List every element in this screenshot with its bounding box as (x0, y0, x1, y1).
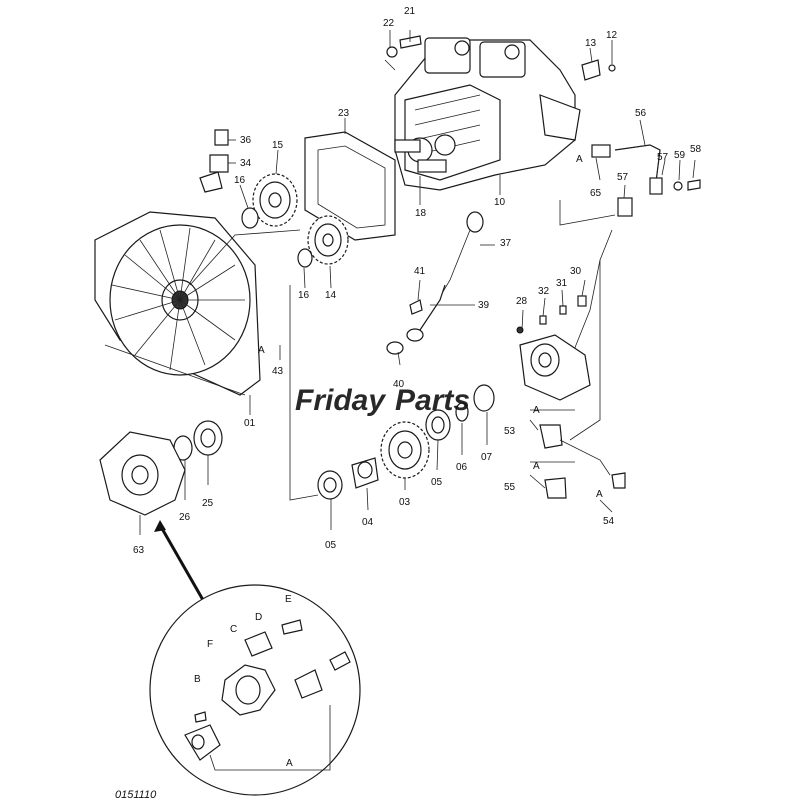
label-55: 55 (504, 482, 516, 493)
label-54: 54 (603, 516, 615, 527)
fitting-57b (617, 197, 633, 217)
snap-ring-07 (473, 384, 495, 412)
label-56: 56 (635, 108, 647, 119)
label-59: 59 (674, 150, 686, 161)
label-A1: A (576, 154, 583, 165)
bolt-58 (687, 179, 701, 191)
label-37: 37 (500, 238, 512, 249)
label-04: 04 (362, 517, 374, 528)
label-36: 36 (240, 135, 252, 146)
fitting-36 (214, 129, 229, 146)
dipstick-pipe-39 (406, 284, 446, 342)
snap-ring-16b (297, 248, 313, 268)
label-05b: 05 (325, 540, 337, 551)
clamp-13 (581, 59, 601, 81)
label-26: 26 (179, 512, 191, 523)
label-41: 41 (414, 266, 426, 277)
elbow-55 (544, 477, 567, 499)
bolt-32 (539, 315, 547, 325)
washer-22 (386, 46, 398, 58)
label-03: 03 (399, 497, 411, 508)
leader-lines (104, 30, 696, 535)
detail-pointer (158, 524, 205, 601)
label-01: 01 (244, 418, 256, 429)
shaft-04 (351, 457, 379, 489)
bolt-41 (409, 299, 423, 315)
label-32: 32 (538, 286, 550, 297)
bolt-21 (399, 35, 422, 49)
coupling-63 (99, 431, 186, 516)
label-06: 06 (456, 462, 468, 473)
flywheel-housing (94, 211, 261, 396)
elbow-53 (539, 424, 563, 449)
label-A3: A (533, 405, 540, 416)
label-31: 31 (556, 278, 568, 289)
label-10: 10 (494, 197, 506, 208)
watermark-logo: Friday Parts (295, 384, 470, 417)
label-21: 21 (404, 6, 416, 17)
detail-label-A: A (286, 758, 293, 769)
detail-label-E: E (285, 594, 292, 605)
oil-seal-06 (455, 402, 469, 422)
gear-pump-28 (516, 326, 591, 401)
bolt-12 (608, 64, 616, 72)
label-23: 23 (338, 108, 350, 119)
part-number-labels: 21 22 13 12 23 36 34 15 16 16 14 18 10 5… (133, 6, 702, 769)
label-57b: 57 (617, 172, 629, 183)
gasket-40 (386, 341, 404, 355)
label-14: 14 (325, 290, 337, 301)
detail-label-B: B (194, 674, 201, 685)
gear-15 (252, 173, 298, 227)
label-A2: A (258, 345, 265, 356)
label-05a: 05 (431, 477, 443, 488)
detail-label-D: D (255, 612, 262, 623)
gear-03 (380, 421, 430, 479)
snap-ring-16a (241, 207, 259, 229)
label-58: 58 (690, 144, 702, 155)
label-15: 15 (272, 140, 284, 151)
watermark-part1: Friday (295, 384, 386, 417)
detail-label-F: F (207, 639, 213, 650)
bearing-05a (425, 409, 451, 441)
watermark-part2: Parts (395, 384, 470, 417)
label-28: 28 (516, 296, 528, 307)
footer-code: 0151110 (115, 789, 157, 800)
label-07: 07 (481, 452, 493, 463)
label-63: 63 (133, 545, 145, 556)
gear-14 (307, 215, 349, 265)
coupling-detail-view (149, 584, 361, 796)
label-22: 22 (383, 18, 395, 29)
label-30: 30 (570, 266, 582, 277)
plug-54 (611, 472, 626, 489)
label-16a: 16 (234, 175, 246, 186)
label-34: 34 (240, 158, 252, 169)
label-53: 53 (504, 426, 516, 437)
bolt-30 (577, 295, 587, 307)
label-13: 13 (585, 38, 597, 49)
bolt-31 (559, 305, 567, 315)
fitting-34 (199, 154, 229, 193)
label-39: 39 (478, 300, 490, 311)
label-12: 12 (606, 30, 618, 41)
main-pump-assembly (394, 37, 581, 191)
bearing-25 (193, 420, 223, 456)
label-18: 18 (415, 208, 427, 219)
label-A5: A (596, 489, 603, 500)
bearing-05b (317, 470, 343, 500)
oring-59 (673, 181, 683, 191)
hose-56 (569, 144, 663, 361)
label-43: 43 (272, 366, 284, 377)
label-57a: 57 (657, 152, 669, 163)
label-A4: A (533, 461, 540, 472)
label-25: 25 (202, 498, 214, 509)
detail-label-C: C (230, 624, 237, 635)
label-40: 40 (393, 379, 405, 390)
label-16b: 16 (298, 290, 310, 301)
label-65: 65 (590, 188, 602, 199)
